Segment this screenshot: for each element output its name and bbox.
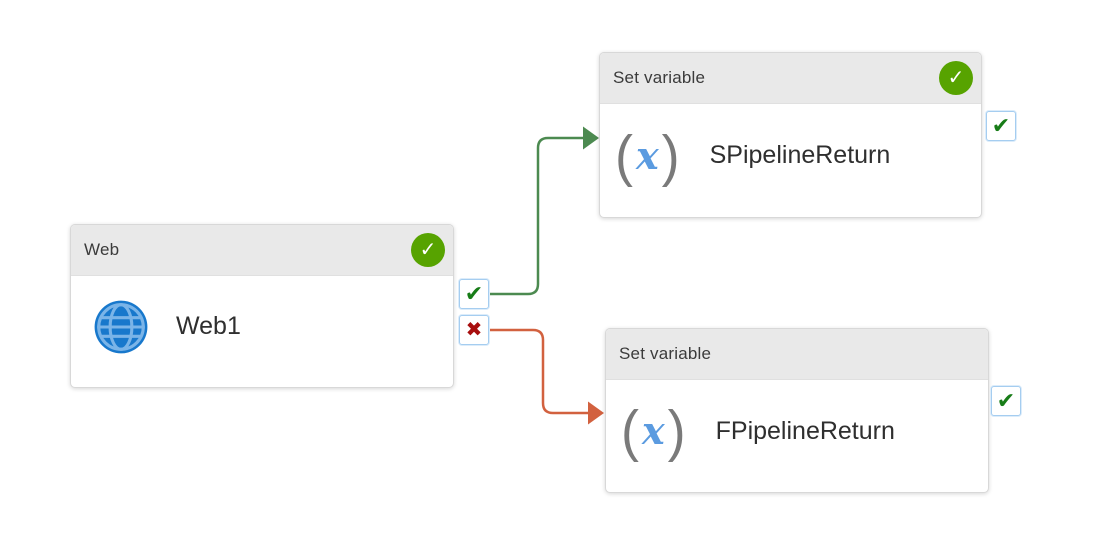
activity-name: FPipelineReturn <box>715 416 895 445</box>
activity-type-label: Set variable <box>613 68 706 87</box>
failure-connector-arrowhead <box>588 401 604 425</box>
failure-connector-line[interactable] <box>489 328 590 415</box>
activity-type-label: Set variable <box>619 344 712 363</box>
check-icon: ✔ <box>464 281 484 306</box>
activity-node-fpipelinereturn[interactable]: Set variable ( x ) FPipelineReturn <box>605 328 989 493</box>
success-connector-arrowhead <box>583 126 599 150</box>
activity-node-spipelinereturn[interactable]: Set variable ✓ ( x ) SPipelineReturn <box>599 52 982 218</box>
activity-name: SPipelineReturn <box>709 141 891 169</box>
activity-body: ( x ) SPipelineReturn <box>600 104 981 217</box>
failure-connector[interactable] <box>489 328 605 425</box>
activity-header: Set variable <box>606 329 988 380</box>
fpipelinereturn-success-output-port[interactable]: ✔ <box>991 386 1021 416</box>
check-icon: ✔ <box>991 113 1011 138</box>
activity-header: Web ✓ <box>71 225 453 276</box>
web1-failure-output-port[interactable]: ✖ <box>459 315 489 345</box>
success-status-badge: ✓ <box>939 61 973 95</box>
activity-header: Set variable ✓ <box>600 53 981 104</box>
set-variable-icon: ( x ) <box>615 124 680 187</box>
check-icon: ✔ <box>996 388 1016 413</box>
spipelinereturn-success-output-port[interactable]: ✔ <box>986 111 1016 141</box>
activity-type-label: Web <box>84 240 120 259</box>
activity-node-web1[interactable]: Web ✓ Web1 <box>70 224 454 388</box>
set-variable-icon: ( x ) <box>621 399 686 463</box>
activity-name: Web1 <box>176 312 241 340</box>
success-status-badge: ✓ <box>411 233 445 267</box>
globe-icon <box>94 300 148 353</box>
activity-body: Web1 <box>71 276 453 387</box>
success-connector[interactable] <box>489 126 600 296</box>
web1-success-output-port[interactable]: ✔ <box>459 279 489 309</box>
success-connector-line[interactable] <box>489 136 585 296</box>
cross-icon: ✖ <box>465 319 483 341</box>
activity-body: ( x ) FPipelineReturn <box>606 380 988 492</box>
